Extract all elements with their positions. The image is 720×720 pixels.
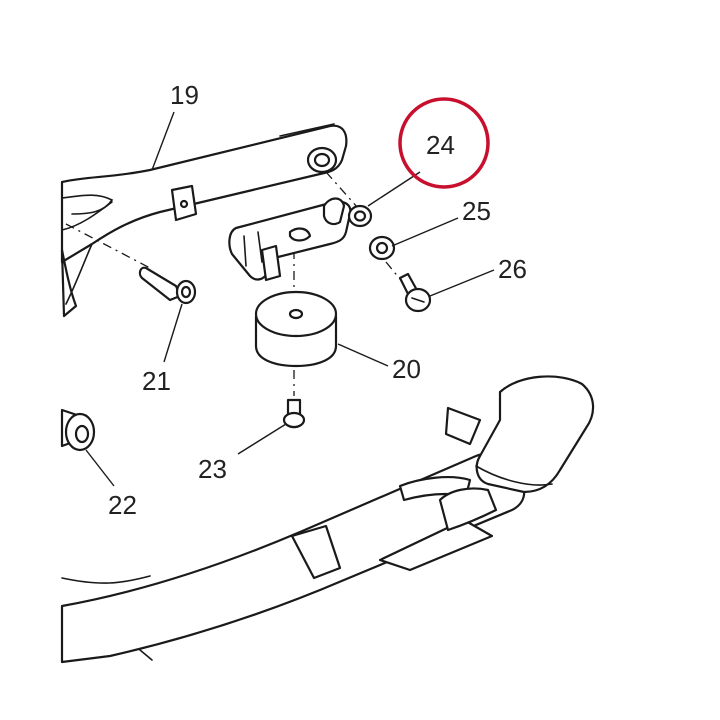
callout-23[interactable]: 23 [198, 454, 227, 484]
part-24-spacer[interactable] [347, 204, 373, 228]
callout-19[interactable]: 19 [170, 80, 199, 110]
callout-25[interactable]: 25 [462, 196, 491, 226]
callout-20[interactable]: 20 [392, 354, 421, 384]
callout-24[interactable]: 24 [426, 130, 455, 160]
part-26-screw[interactable] [398, 272, 432, 313]
mounting-bracket[interactable] [228, 197, 352, 282]
part-22-flanged-nut[interactable] [60, 408, 96, 452]
highlight-ring [398, 97, 490, 189]
callout-22[interactable]: 22 [108, 490, 137, 520]
callout-21[interactable]: 21 [142, 366, 171, 396]
callout-labels: 19 20 21 22 23 24 25 26 [108, 80, 527, 520]
callout-26[interactable]: 26 [498, 254, 527, 284]
part-23-screw[interactable] [282, 398, 306, 429]
part-21-bolt[interactable] [138, 266, 197, 305]
part-19-frame-tube[interactable] [60, 123, 348, 318]
part-25-washer[interactable] [368, 235, 396, 261]
lower-stand-assembly[interactable] [60, 375, 595, 664]
leader-lines [85, 111, 495, 487]
part-20-rubber-damper[interactable] [254, 290, 338, 368]
